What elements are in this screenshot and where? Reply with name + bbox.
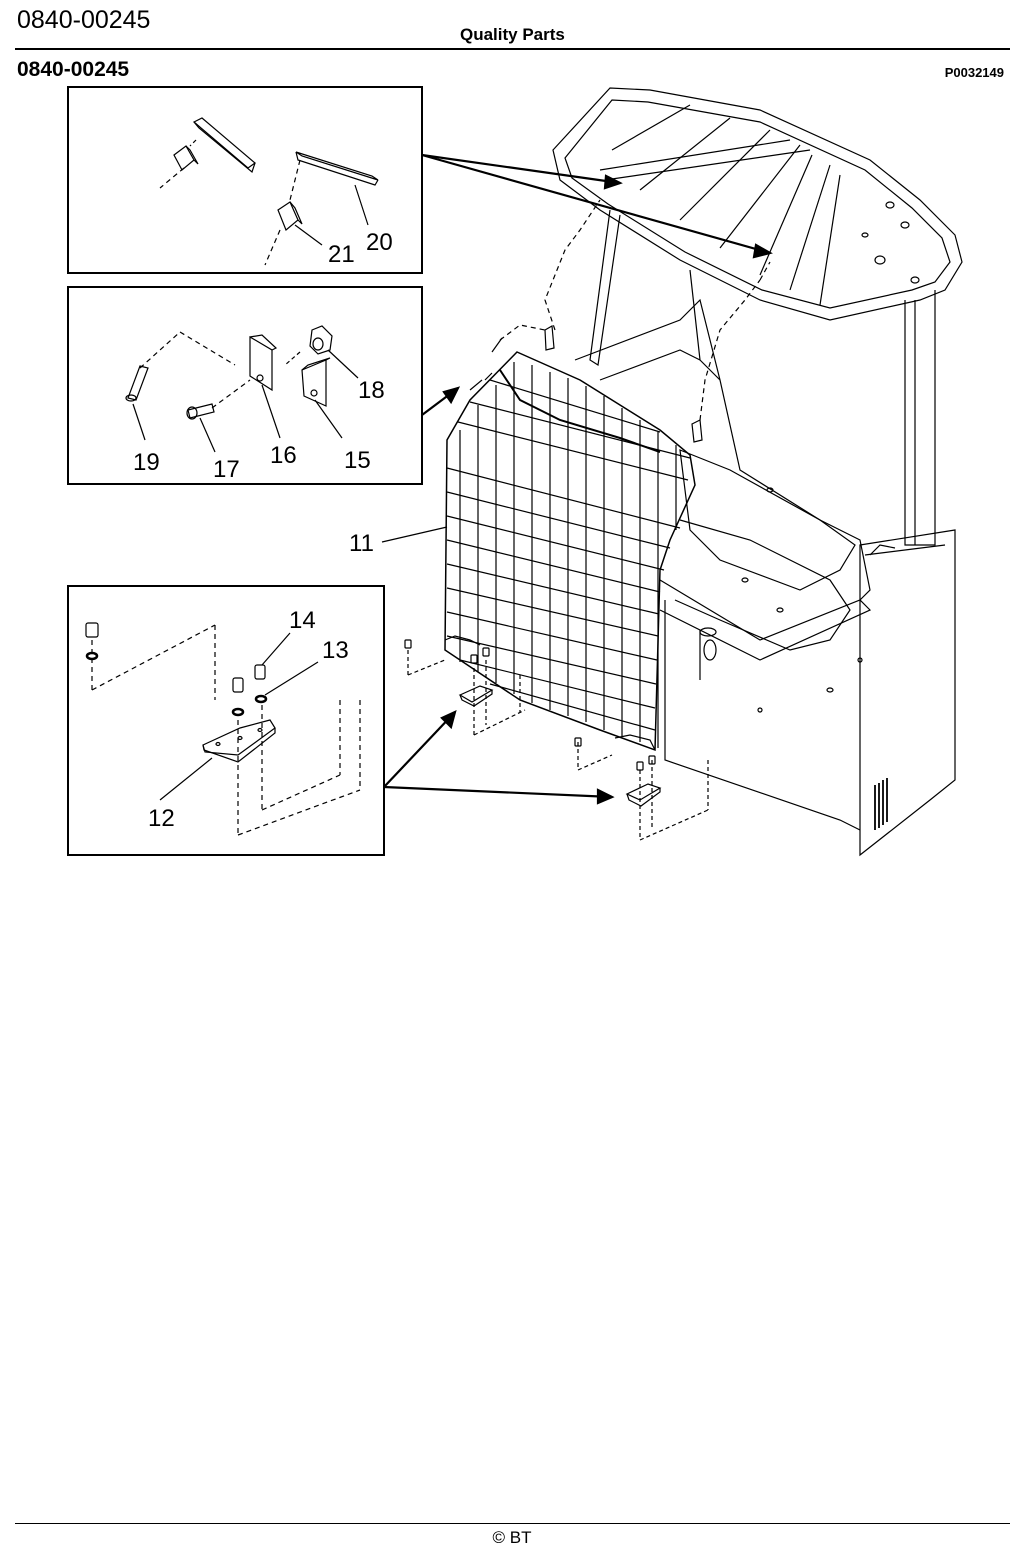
callout-16: 16	[270, 442, 297, 469]
footer-divider	[15, 1523, 1010, 1524]
callout-14: 14	[289, 607, 316, 634]
callout-21: 21	[328, 241, 355, 268]
callout-17: 17	[213, 456, 240, 483]
mesh-guard	[444, 351, 696, 752]
callout-12: 12	[148, 805, 175, 832]
detail-box-2	[67, 286, 423, 485]
detail-box-1	[67, 86, 423, 274]
pointer-arrows	[383, 153, 773, 805]
chassis-body	[574, 298, 956, 857]
callout-labels: 20 21 18 16 15 19 17 11 14 13 12	[133, 229, 393, 832]
footer-copyright: © BT	[492, 1528, 532, 1547]
header-divider	[15, 48, 1010, 50]
page-title: Quality Parts	[460, 25, 565, 44]
guard-posts	[589, 209, 936, 546]
overhead-guard	[552, 87, 963, 321]
callout-11: 11	[349, 530, 374, 557]
callout-15: 15	[344, 447, 371, 474]
document-code: 0840-00245	[17, 6, 151, 34]
figure-id: P0032149	[944, 65, 1004, 80]
section-code: 0840-00245	[17, 58, 130, 81]
callout-18: 18	[358, 377, 385, 404]
detail-box-3	[67, 585, 385, 856]
callout-13: 13	[322, 637, 349, 664]
callout-20: 20	[366, 229, 393, 256]
mesh-feet-hardware	[404, 639, 709, 841]
leader-11	[381, 526, 448, 543]
callout-19: 19	[133, 449, 160, 476]
guard-bracket-hardware	[469, 199, 771, 443]
